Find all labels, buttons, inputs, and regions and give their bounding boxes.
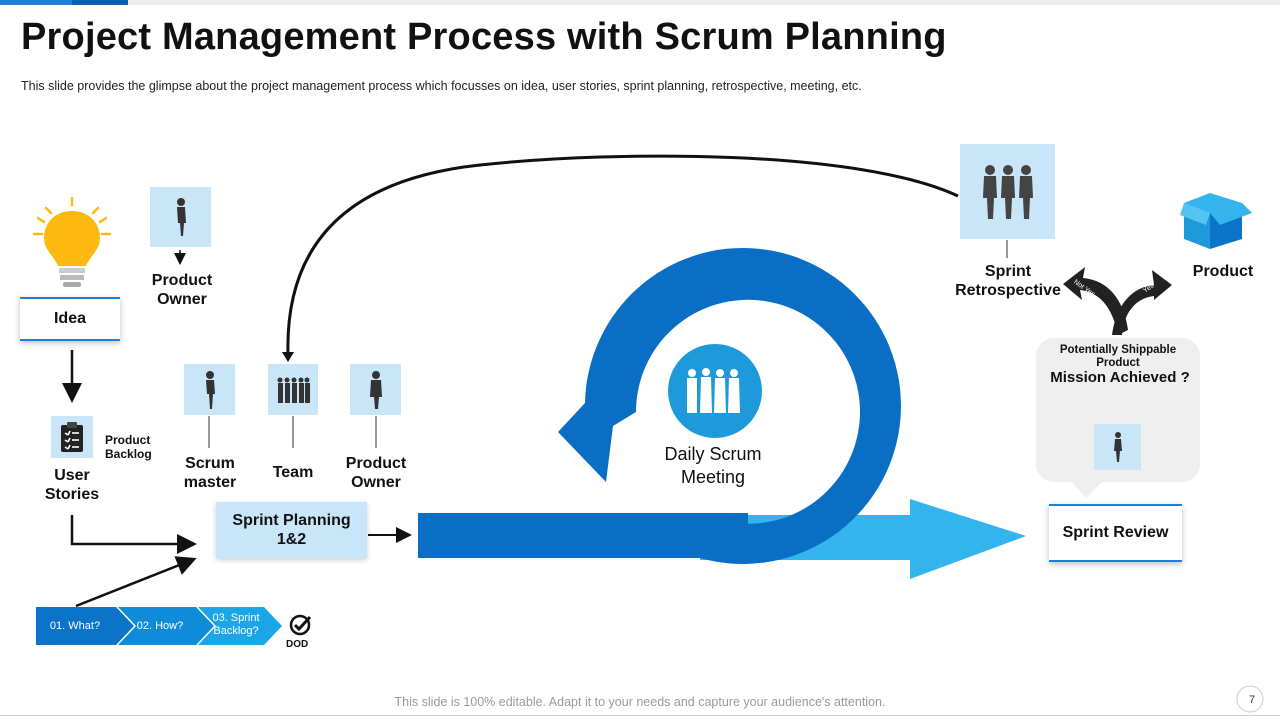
clipboard-icon xyxy=(61,422,83,452)
potentially-shippable-label: Potentially Shippable Product xyxy=(1059,344,1177,369)
user-stories-label: User Stories xyxy=(44,467,100,503)
top-bar xyxy=(0,0,1280,5)
product-owner-top-tile xyxy=(150,187,211,247)
chevron-2 xyxy=(118,607,214,645)
group-icon xyxy=(982,164,1033,219)
dark-blue-band xyxy=(418,513,748,558)
page-number: 7 xyxy=(1248,694,1256,706)
daily-scrum-loop xyxy=(558,247,901,564)
top-bar-accent-dark xyxy=(72,0,128,5)
team-label: Team xyxy=(272,464,314,481)
idea-box: Idea xyxy=(20,297,120,341)
bottom-line xyxy=(0,715,1280,716)
top-bar-accent xyxy=(0,0,72,5)
yes-arrow xyxy=(1112,270,1172,335)
team-icon xyxy=(277,377,310,403)
box-icon xyxy=(1180,193,1252,249)
sprint-review-label: Sprint Review xyxy=(1062,524,1169,541)
chevron-3-label: 03. Sprint Backlog? xyxy=(212,612,260,637)
person-icon xyxy=(369,370,382,409)
lightbulb-icon xyxy=(32,196,112,287)
stories-to-planning-arrow xyxy=(70,515,197,554)
feedback-arc-head xyxy=(282,352,294,362)
daily-scrum-label: Daily Scrum Meeting xyxy=(664,444,762,487)
slide-title: Project Management Process with Scrum Pl… xyxy=(21,16,947,58)
user-stories-tile xyxy=(51,416,93,458)
sprint-retrospective-label: Sprint Retrospective xyxy=(955,263,1061,299)
chevron-steps xyxy=(36,607,282,645)
product-owner-mid-label: Product Owner xyxy=(345,455,407,491)
page-number-badge xyxy=(1236,685,1264,713)
sprint-review-box: Sprint Review xyxy=(1049,504,1182,562)
person-icon xyxy=(1113,432,1122,462)
group-icon xyxy=(687,368,740,413)
chevron-1 xyxy=(36,607,134,645)
chevron-1-label: 01. What? xyxy=(49,620,101,632)
product-label: Product xyxy=(1192,263,1254,280)
product-owner-top-label: Product Owner xyxy=(151,272,213,308)
person-icon xyxy=(176,198,186,236)
mission-achieved-label: Mission Achieved ? xyxy=(1050,369,1190,386)
product-owner-mid-tile xyxy=(350,364,401,415)
chevron-2-label: 02. How? xyxy=(136,620,184,632)
chevron-to-planning-arrow xyxy=(75,556,197,608)
feedback-arc xyxy=(286,154,959,356)
scrum-master-label: Scrum master xyxy=(183,455,237,491)
footer-note: This slide is 100% editable. Adapt it to… xyxy=(394,695,886,709)
scrum-master-tile xyxy=(184,364,235,415)
not-yes-arrow xyxy=(1063,267,1128,335)
sprint-planning-label: Sprint Planning 1&2 xyxy=(232,512,351,548)
product-backlog-label: Product Backlog xyxy=(105,433,152,461)
team-tile xyxy=(268,364,318,415)
slide-subtitle: This slide provides the glimpse about th… xyxy=(21,79,862,93)
dod-label: DOD xyxy=(286,639,309,650)
person-icon xyxy=(205,370,215,409)
sprint-planning-box: Sprint Planning 1&2 xyxy=(216,502,367,558)
idea-label: Idea xyxy=(53,310,86,327)
chevron-3 xyxy=(198,607,282,645)
mission-person-tile xyxy=(1094,424,1141,470)
sprint-retrospective-tile xyxy=(960,144,1055,239)
check-circle-icon xyxy=(289,614,312,636)
